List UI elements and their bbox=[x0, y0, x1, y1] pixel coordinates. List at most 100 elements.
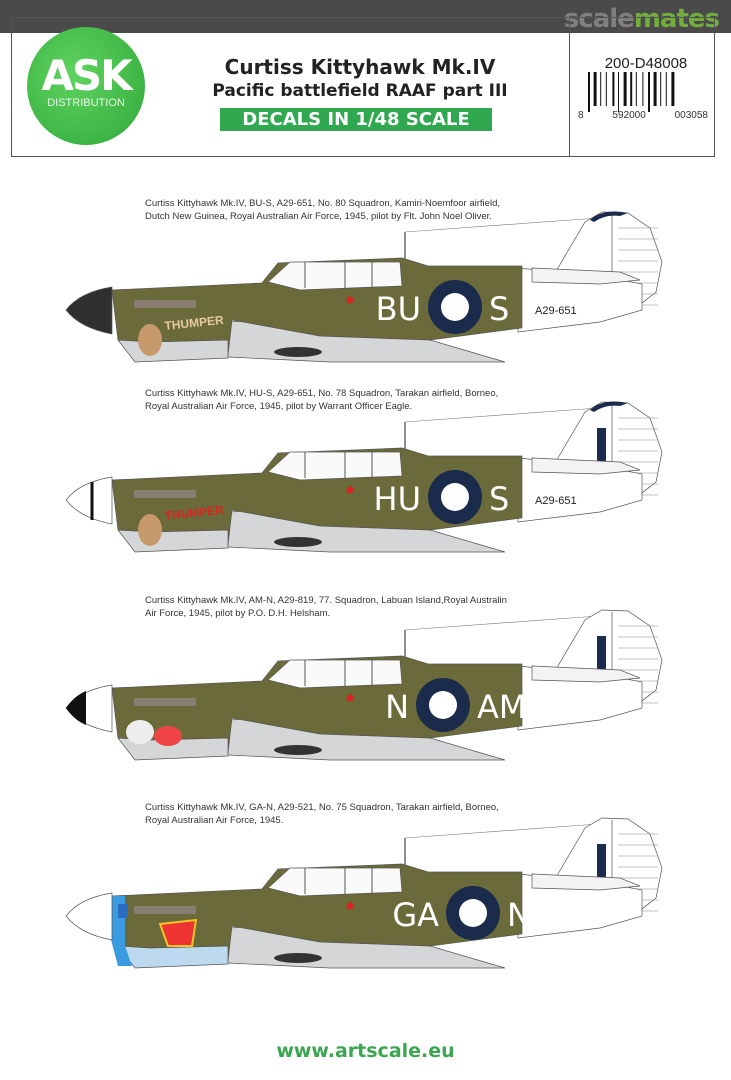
logo-brand: ASK bbox=[41, 51, 132, 100]
barcode-bar bbox=[618, 72, 619, 112]
logo-sub: DISTRIBUTION bbox=[47, 97, 125, 109]
fuselage-roundel-center bbox=[441, 293, 469, 321]
nose-band bbox=[110, 896, 132, 966]
fuel-cap bbox=[346, 296, 354, 304]
code-letters-right: S bbox=[489, 480, 509, 518]
antenna-wire bbox=[404, 217, 599, 233]
barcode-bar bbox=[671, 72, 675, 106]
product-code: 200-D48008 bbox=[604, 55, 688, 72]
barcode bbox=[588, 72, 675, 112]
barcode-bar bbox=[623, 72, 627, 106]
barcode-bar bbox=[612, 72, 615, 106]
code-letters-right: S bbox=[489, 290, 509, 328]
barcode-bar bbox=[635, 72, 637, 106]
watermark-part2: mates bbox=[633, 4, 720, 34]
caption-line: Curtiss Kittyhawk Mk.IV, GA-N, A29-521, … bbox=[145, 802, 499, 813]
fin-flash bbox=[597, 844, 606, 878]
barcode-bar bbox=[648, 72, 650, 112]
antenna-wire bbox=[404, 823, 599, 839]
header-divider bbox=[569, 17, 570, 157]
exhaust-stacks bbox=[134, 906, 196, 914]
belly bbox=[117, 529, 229, 553]
fin-flash-cap bbox=[590, 401, 628, 412]
exhaust-stacks bbox=[134, 300, 196, 308]
serial-number: A29-651 bbox=[535, 305, 577, 317]
caption-line: Dutch New Guinea, Royal Australian Air F… bbox=[145, 211, 492, 222]
profile-caption: Curtiss Kittyhawk Mk.IV, HU-S, A29-651, … bbox=[145, 387, 595, 413]
barcode-bar bbox=[588, 72, 590, 112]
exhaust-stacks bbox=[134, 490, 196, 498]
caption-line: Air Force, 1945, pilot by P.O. D.H. Hels… bbox=[145, 608, 331, 619]
wheel-well bbox=[274, 537, 322, 547]
belly bbox=[117, 339, 229, 363]
code-letters-right: N bbox=[507, 896, 531, 934]
tailplane bbox=[531, 873, 641, 891]
profile-caption: Curtiss Kittyhawk Mk.IV, GA-N, A29-521, … bbox=[145, 801, 595, 827]
code-letters-left: N bbox=[385, 688, 409, 726]
canopy bbox=[267, 261, 403, 291]
profile-caption: Curtiss Kittyhawk Mk.IV, BU-S, A29-651, … bbox=[145, 197, 595, 223]
caption-line: Curtiss Kittyhawk Mk.IV, AM-N, A29-819, … bbox=[145, 595, 507, 606]
barcode-digit-group: 8 bbox=[578, 110, 584, 121]
fuel-cap bbox=[346, 902, 354, 910]
barcode-digits: 8 592000 003058 bbox=[578, 110, 708, 121]
code-letters-left: BU bbox=[376, 290, 421, 328]
nose-art-rabbit bbox=[138, 514, 162, 546]
spinner bbox=[65, 476, 113, 525]
aircraft-profile: GA N bbox=[65, 817, 663, 969]
profile-caption: Curtiss Kittyhawk Mk.IV, AM-N, A29-819, … bbox=[145, 594, 595, 620]
nose-art-rabbit bbox=[138, 324, 162, 356]
caption-line: Royal Australian Air Force, 1945, pilot … bbox=[145, 401, 413, 412]
nose-art-figure bbox=[126, 720, 154, 744]
barcode-bar bbox=[653, 72, 657, 106]
barcode-bar bbox=[642, 72, 644, 106]
canopy bbox=[267, 659, 403, 689]
antenna-wire bbox=[404, 407, 599, 423]
fuselage-roundel-center bbox=[429, 691, 457, 719]
barcode-bar bbox=[630, 72, 633, 106]
tailplane bbox=[531, 665, 641, 683]
wheel-well bbox=[274, 347, 322, 357]
caption-line: Curtiss Kittyhawk Mk.IV, HU-S, A29-651, … bbox=[145, 388, 499, 399]
barcode-bar bbox=[665, 72, 667, 106]
tailplane bbox=[531, 267, 641, 285]
spinner bbox=[65, 892, 113, 941]
website-url: www.artscale.eu bbox=[276, 1040, 455, 1062]
header-box bbox=[11, 17, 715, 157]
barcode-bar bbox=[593, 72, 597, 106]
scalemates-watermark: scalemates bbox=[563, 4, 720, 34]
aircraft-profile: N AM bbox=[65, 609, 663, 761]
caption-line: Curtiss Kittyhawk Mk.IV, BU-S, A29-651, … bbox=[145, 198, 500, 209]
barcode-bar bbox=[605, 72, 607, 106]
code-letters-left: GA bbox=[392, 896, 439, 934]
wheel-well bbox=[274, 745, 322, 755]
wheel-well bbox=[274, 953, 322, 963]
serial-number: A29-651 bbox=[535, 495, 577, 507]
exhaust-stacks bbox=[134, 698, 196, 706]
fuselage-roundel-center bbox=[459, 899, 487, 927]
barcode-bar bbox=[600, 72, 602, 106]
scale-badge: DECALS IN 1/48 SCALE bbox=[220, 108, 492, 131]
fin-flash bbox=[597, 428, 606, 462]
spinner-tip bbox=[66, 691, 86, 725]
barcode-bar bbox=[660, 72, 662, 106]
canopy bbox=[267, 867, 403, 897]
barcode-digit-group: 003058 bbox=[674, 110, 708, 121]
belly bbox=[117, 945, 229, 969]
code-letters-right: AM bbox=[477, 688, 527, 726]
watermark-part1: scale bbox=[563, 4, 635, 34]
ask-distribution-logo: ASK DISTRIBUTION bbox=[27, 27, 145, 145]
nose-art-emblem bbox=[158, 918, 198, 947]
fin-flash-cap bbox=[590, 211, 628, 222]
fuel-cap bbox=[346, 694, 354, 702]
nose-art-name: THUMPER bbox=[164, 503, 225, 523]
code-letters-left: HU bbox=[374, 480, 421, 518]
canopy bbox=[267, 451, 403, 481]
barcode-digit-group: 592000 bbox=[612, 110, 646, 121]
product-subtitle: Pacific battlefield RAAF part III bbox=[212, 81, 508, 101]
spinner bbox=[65, 286, 113, 335]
tailplane bbox=[531, 457, 641, 475]
